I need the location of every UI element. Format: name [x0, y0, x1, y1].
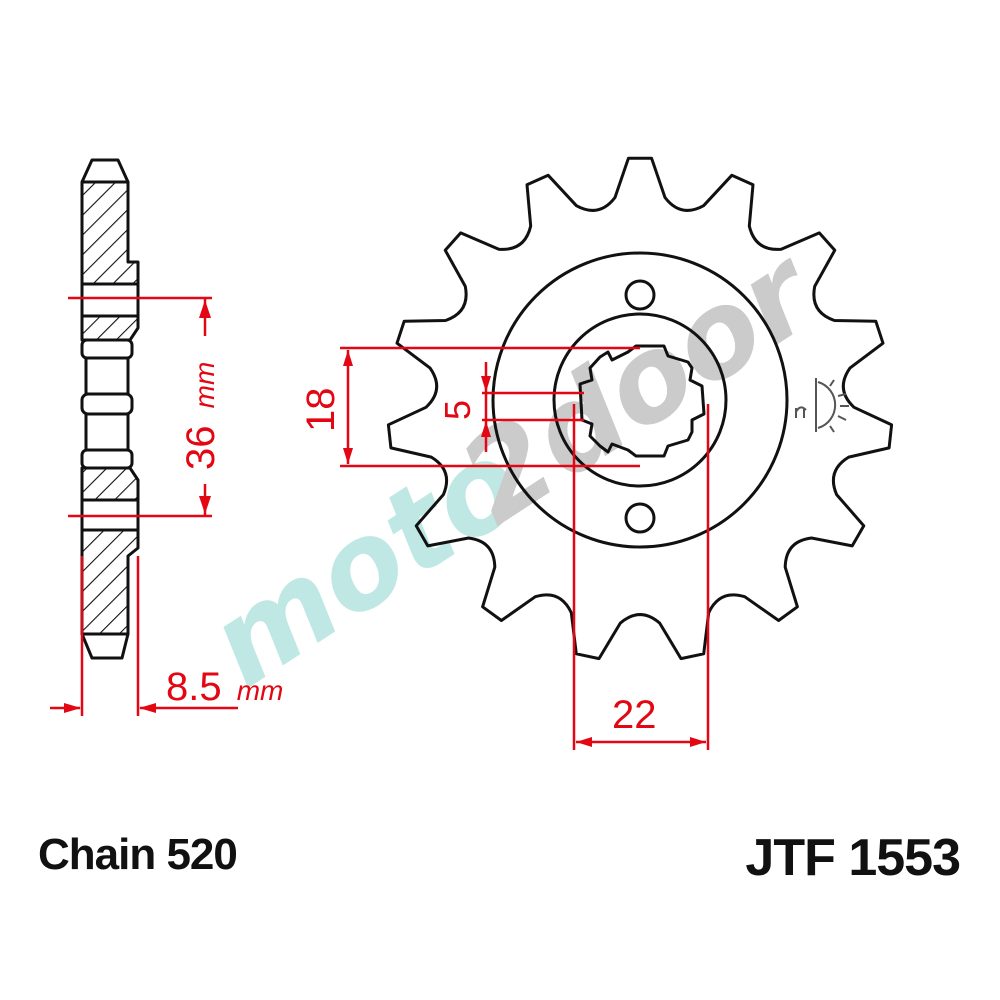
- hub-diameter-unit: mm: [189, 362, 220, 409]
- spline-hole: [578, 344, 706, 458]
- sprocket-teeth-outline: [386, 156, 894, 661]
- spline-boss-circle: [552, 312, 728, 488]
- chain-size-label: Chain 520: [38, 830, 238, 879]
- hub-diameter-value: 36: [179, 426, 223, 471]
- side-view-dimensions: [50, 296, 238, 716]
- thickness-value: 8.5: [166, 665, 222, 709]
- front-view: [386, 156, 894, 661]
- thickness-unit: mm: [237, 675, 284, 706]
- rotation-direction-icon: [795, 378, 849, 433]
- side-view: [80, 158, 140, 660]
- watermark-2door: 2door: [437, 220, 842, 550]
- bolt-hole-top: [624, 279, 656, 311]
- spline-minor-label: 18: [299, 388, 343, 433]
- part-number-label: JTF 1553: [745, 829, 961, 887]
- bolt-hole-bottom: [624, 502, 656, 534]
- hub-circle: [491, 251, 789, 549]
- spline-width-label: 5: [437, 400, 478, 420]
- spline-major-label: 22: [612, 693, 657, 737]
- hub-diameter-label: 36 mm: [179, 362, 223, 470]
- front-view-dimensions: [340, 346, 710, 750]
- thickness-label: 8.5 mm: [166, 665, 283, 709]
